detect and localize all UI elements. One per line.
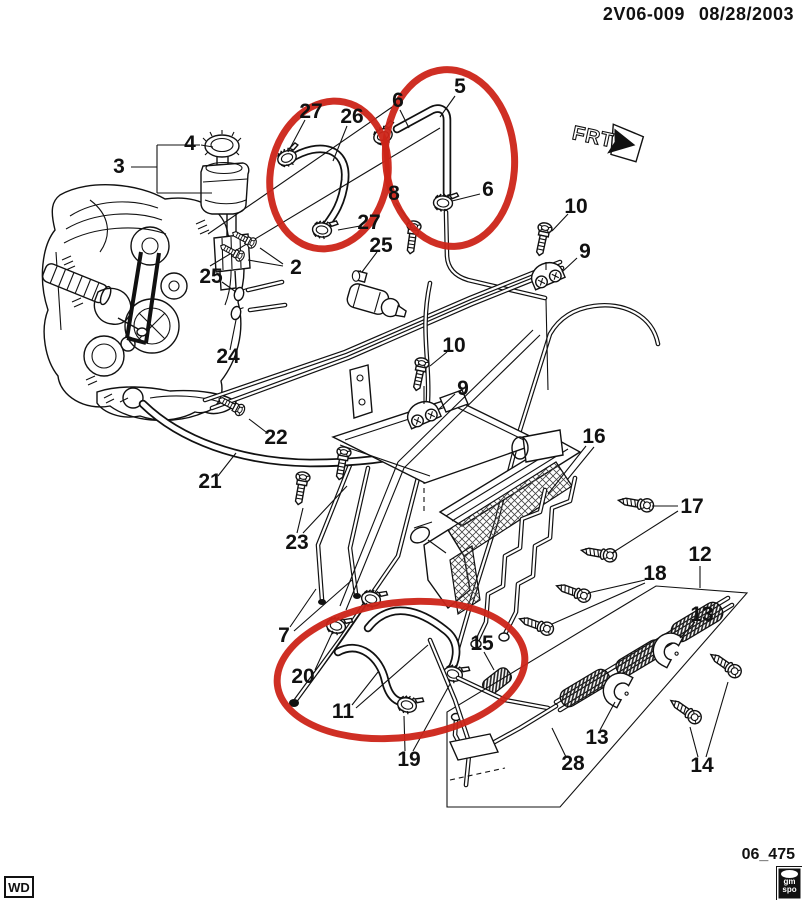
part-callout-25: 25 (199, 265, 223, 288)
part-callout-7: 7 (278, 624, 290, 647)
steering-gear (41, 263, 112, 306)
bolt-8-icon (402, 219, 423, 256)
part-callout-18: 18 (643, 562, 667, 585)
document-date: 08/28/2003 (698, 4, 794, 24)
clamp-6-icon (369, 119, 401, 149)
part-callout-9: 9 (457, 377, 469, 400)
part-callout-5: 5 (454, 75, 466, 98)
part-callout-2: 2 (290, 256, 302, 279)
part-callout-25: 25 (369, 234, 393, 257)
part-callout-16: 16 (582, 425, 606, 448)
part-callout-8: 8 (388, 182, 400, 205)
o-ring-24-icon (229, 304, 245, 322)
gm-logo-text: gm (783, 877, 796, 886)
part-callout-6: 6 (482, 178, 494, 201)
frt-direction-marker: FRT (570, 122, 645, 163)
hose-26 (273, 141, 350, 242)
part-callout-17: 17 (680, 495, 704, 518)
part-callout-26: 26 (340, 105, 364, 128)
part-callout-4: 4 (184, 132, 196, 155)
part-callout-13: 13 (690, 603, 714, 626)
screw-14-icon (666, 694, 705, 728)
gm-spo-logo: gm spo (776, 866, 802, 900)
engine-assembly (41, 184, 245, 421)
document-header: 2V06-009 08/28/2003 (603, 4, 794, 25)
figure-id: 06_475 (741, 846, 795, 863)
frt-label: FRT (570, 122, 616, 152)
wd-label: WD (8, 879, 30, 895)
part-callout-3: 3 (113, 155, 125, 178)
steering-pipes (202, 259, 661, 707)
part-callout-6: 6 (392, 89, 404, 112)
part-callout-22: 22 (264, 426, 288, 449)
leader-lines (217, 95, 729, 758)
radiator (339, 329, 582, 616)
part-callout-10: 10 (442, 334, 466, 357)
hose-21-assembly (122, 364, 544, 484)
part-callout-19: 19 (397, 748, 421, 771)
spo-logo-text: spo (782, 885, 797, 894)
document-number: 2V06-009 (602, 4, 685, 24)
part-callout-12: 12 (688, 543, 712, 566)
bolt-23-icon (290, 470, 312, 507)
return-hoses (323, 585, 551, 719)
screw-18-icon (553, 578, 594, 605)
power-steering-pump (229, 269, 407, 322)
part-callout-13: 13 (585, 726, 609, 749)
part-callout-24: 24 (216, 345, 240, 368)
cooler-assembly-12 (427, 566, 749, 808)
hose-5 (369, 104, 548, 301)
screw-14-icon (706, 648, 745, 682)
part-callout-28: 28 (561, 752, 585, 775)
part-callout-20: 20 (291, 665, 315, 688)
part-callout-15: 15 (470, 632, 494, 655)
part-callout-27: 27 (299, 100, 323, 123)
part-callout-14: 14 (690, 754, 714, 777)
clamp-19-icon (394, 691, 426, 719)
part-callout-27: 27 (357, 211, 381, 234)
part-callout-10: 10 (564, 195, 588, 218)
reservoir-assembly (131, 130, 251, 291)
screw-10-icon (531, 220, 554, 258)
part-callout-23: 23 (285, 531, 309, 554)
part-callout-21: 21 (198, 470, 222, 493)
screw-18-icon (516, 611, 557, 638)
gm-logo-oval (781, 870, 798, 878)
cooler-fin-segment (559, 668, 611, 708)
part-callout-9: 9 (579, 240, 591, 263)
screw-17-icon (616, 493, 656, 514)
cooler-pipes-16 (470, 475, 578, 649)
screw-17-icon (579, 543, 619, 564)
wd-badge: WD (4, 876, 34, 898)
part-callout-11: 11 (331, 700, 355, 723)
